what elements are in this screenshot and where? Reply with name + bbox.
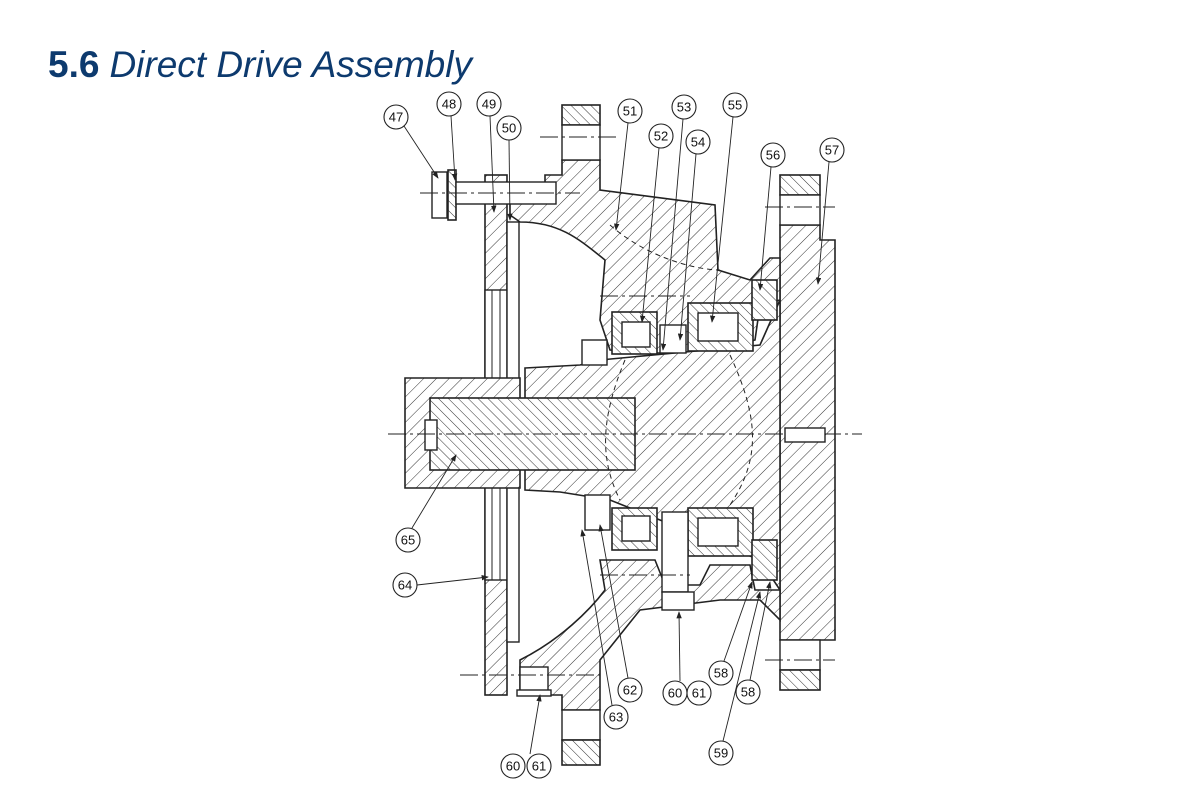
callout-label: 60 <box>506 759 520 774</box>
callout-label: 63 <box>609 710 623 725</box>
callout-label: 59 <box>714 746 728 761</box>
callout-60: 60 <box>500 753 526 779</box>
bolt <box>431 169 557 697</box>
bearings <box>581 279 778 611</box>
callout-label: 58 <box>741 685 755 700</box>
callout-57: 57 <box>819 137 845 163</box>
callout-label: 58 <box>714 666 728 681</box>
callout-63: 63 <box>603 704 629 730</box>
callout-label: 51 <box>623 104 637 119</box>
callout-58: 58 <box>708 660 734 686</box>
callout-label: 54 <box>691 135 705 150</box>
centerlines <box>388 136 862 676</box>
callout-label: 61 <box>532 759 546 774</box>
callout-48: 48 <box>436 91 462 117</box>
callout-60: 60 <box>662 680 688 706</box>
callout-59: 59 <box>708 740 734 766</box>
callout-label: 53 <box>677 100 691 115</box>
callout-label: 49 <box>482 97 496 112</box>
callout-label: 64 <box>398 578 412 593</box>
callout-50: 50 <box>496 115 522 141</box>
callout-49: 49 <box>476 91 502 117</box>
callout-61: 61 <box>686 680 712 706</box>
callout-label: 52 <box>654 129 668 144</box>
callout-label: 55 <box>728 98 742 113</box>
callout-64: 64 <box>392 572 418 598</box>
callout-label: 47 <box>389 110 403 125</box>
callout-51: 51 <box>617 98 643 124</box>
callout-62: 62 <box>617 677 643 703</box>
callout-61: 61 <box>526 753 552 779</box>
section-heading: Direct Drive Assembly <box>109 44 472 85</box>
callout-56: 56 <box>760 142 786 168</box>
callout-label: 57 <box>825 143 839 158</box>
callout-label: 65 <box>401 533 415 548</box>
callout-55: 55 <box>722 92 748 118</box>
callout-54: 54 <box>685 129 711 155</box>
callout-53: 53 <box>671 94 697 120</box>
callout-65: 65 <box>395 527 421 553</box>
callout-label: 62 <box>623 683 637 698</box>
callouts <box>403 115 830 755</box>
callout-label: 48 <box>442 97 456 112</box>
callout-label: 61 <box>692 686 706 701</box>
section-number: 5.6 <box>48 44 100 85</box>
callout-label: 50 <box>502 121 516 136</box>
callout-label: 56 <box>766 148 780 163</box>
callout-label: 60 <box>668 686 682 701</box>
callout-58: 58 <box>735 679 761 705</box>
callout-52: 52 <box>648 123 674 149</box>
callout-47: 47 <box>383 104 409 130</box>
